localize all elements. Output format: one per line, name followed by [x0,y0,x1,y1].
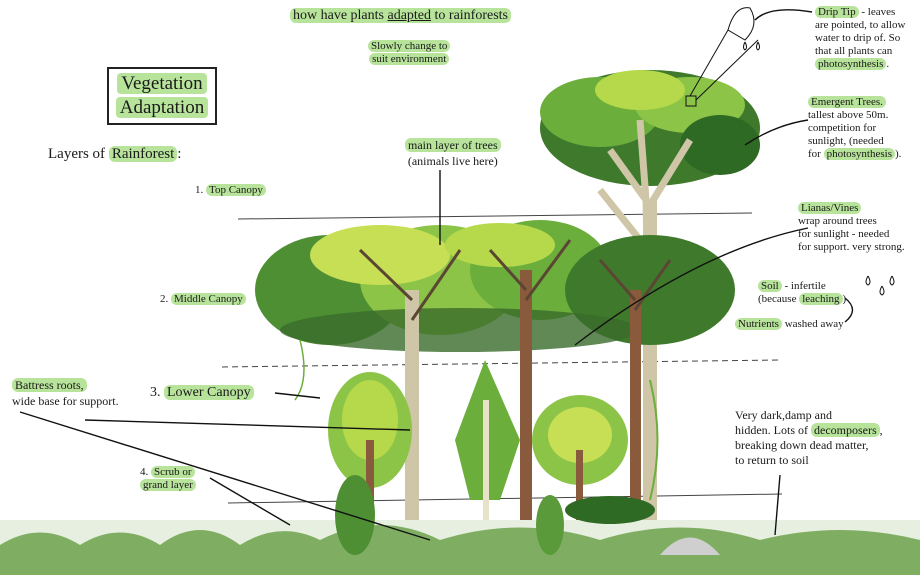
lower-canopy [328,360,628,540]
title-box: Vegetation Adaptation [107,67,217,125]
drip-tip-inset [685,7,760,107]
emergent-note: Emergent Trees. tallest above 50m. compe… [808,96,902,160]
question-answer: Slowly change to suit environment [368,40,451,66]
drip-tip-note: Drip Tip - leaves are pointed, to allow … [815,6,906,70]
vine [294,339,305,401]
top-canopy-line [237,212,753,220]
soil-note: Soil - infertile (because leaching) [758,280,847,305]
annotation-arrows [19,9,854,541]
soil-droplets [865,275,895,296]
dark-note: Very dark,damp and hidden. Lots of decom… [735,408,883,467]
layer-middle-canopy: 2. Middle Canopy [160,293,246,306]
middle-canopy-line [221,359,781,368]
scrub-line [227,493,783,504]
vine [649,379,659,501]
layers-heading: Layers of Rainforest: [48,146,182,162]
layer-top-canopy: 1. Top Canopy [195,184,266,197]
battress-note: Battress roots, wide base for support. [12,378,119,408]
middle-canopy [255,220,735,540]
ground-layer [0,475,920,575]
title-line2: Adaptation [115,97,209,118]
question-heading: how have plants adapted to rainforests [290,8,511,24]
layer-lower-canopy: 3. Lower Canopy [150,385,254,401]
lianas-note: Lianas/Vines wrap around trees for sunli… [798,202,905,253]
title-line1: Vegetation [117,73,207,94]
nutrients-note: Nutrients washed away [735,318,844,331]
main-layer-note: main layer of trees (animals live here) [405,137,501,169]
layer-scrub: 4. Scrub or grand layer [140,466,196,492]
